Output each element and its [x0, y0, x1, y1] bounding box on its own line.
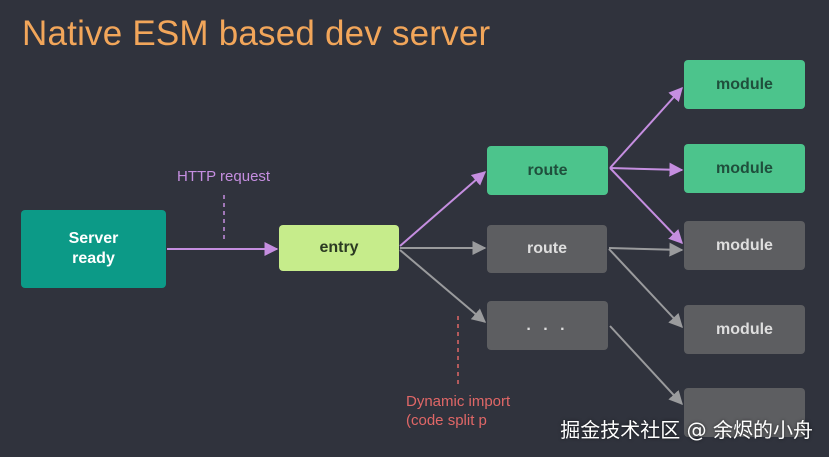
- server-ready-node: Server ready: [21, 210, 166, 288]
- edge-route-module-3: [609, 167, 683, 245]
- module-node-3: module: [684, 221, 805, 270]
- module-node-2: module: [684, 144, 805, 193]
- route-loaded-node: route: [487, 146, 608, 195]
- more-routes-node: . . .: [487, 301, 608, 350]
- diagram-title: Native ESM based dev server: [22, 14, 491, 53]
- http-request-label: HTTP request: [177, 168, 271, 185]
- edge-entry-route-loaded: [399, 171, 487, 247]
- edge-more-routes-module-5: [609, 325, 683, 406]
- edge-route-other-module-3: [608, 242, 684, 257]
- module-node-4: module: [684, 305, 805, 354]
- edge-route-other-module-4: [608, 248, 683, 329]
- module-node-1: module: [684, 60, 805, 109]
- edge-entry-more-routes: [399, 249, 487, 323]
- dynamic-import-label: Dynamic import (code split p: [406, 392, 510, 430]
- module-node-5: [684, 388, 805, 437]
- edge-route-module-1: [609, 86, 683, 169]
- server-ready-label: Server ready: [68, 230, 119, 267]
- dynamic-import-line2: (code split p: [406, 412, 487, 429]
- edge-route-module-2: [609, 162, 684, 177]
- route-other-node: route: [487, 225, 607, 273]
- dynamic-import-line1: Dynamic import: [406, 393, 511, 410]
- entry-node: entry: [279, 225, 399, 271]
- watermark: 掘金技术社区 @ 余烬的小舟: [560, 418, 813, 442]
